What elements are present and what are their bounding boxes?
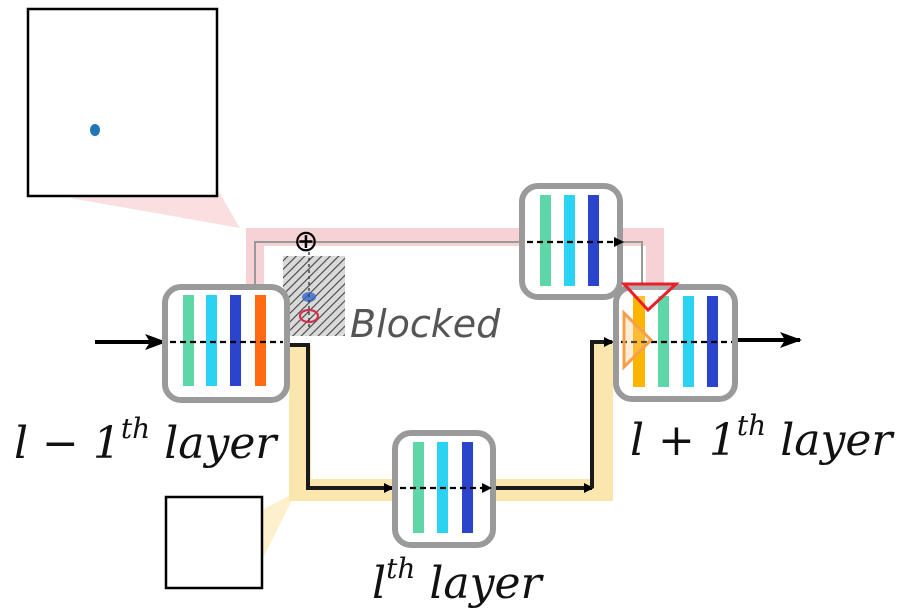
blocked-label: Blocked	[350, 302, 501, 346]
pink-callout-wedge	[70, 190, 240, 228]
layer-cur-block	[392, 430, 496, 548]
layer-next-label: l + 1th layer	[630, 409, 895, 466]
orange-triangle	[622, 309, 654, 371]
bar-orange	[255, 295, 266, 386]
main-path-line	[290, 343, 394, 493]
bar-green	[183, 295, 194, 386]
pink-callout-box	[26, 7, 219, 198]
plus-symbol: ⊕	[293, 224, 318, 259]
skip-layer-block	[519, 183, 624, 300]
red-triangle	[620, 282, 680, 313]
yellow-callout-box	[164, 495, 264, 590]
bar-green	[413, 442, 424, 533]
main-path-line-up	[590, 337, 614, 488]
yellow-callout-wedge	[262, 492, 296, 560]
layer-cur-label: lth layer	[372, 552, 545, 609]
bar-cyan	[683, 296, 694, 387]
bar-blue	[230, 295, 241, 386]
bar-blue	[462, 442, 473, 533]
activation-dot	[90, 124, 100, 136]
bar-green	[540, 195, 551, 286]
bar-cyan	[206, 295, 217, 386]
bar-yellow	[633, 296, 645, 387]
layer-prev-block	[162, 284, 290, 403]
layer-prev-label: l − 1th layer	[14, 412, 279, 469]
bar-blue	[588, 195, 599, 286]
blocked-marker-red	[298, 308, 320, 324]
bar-cyan	[564, 195, 575, 286]
layer-next-block	[613, 282, 738, 402]
